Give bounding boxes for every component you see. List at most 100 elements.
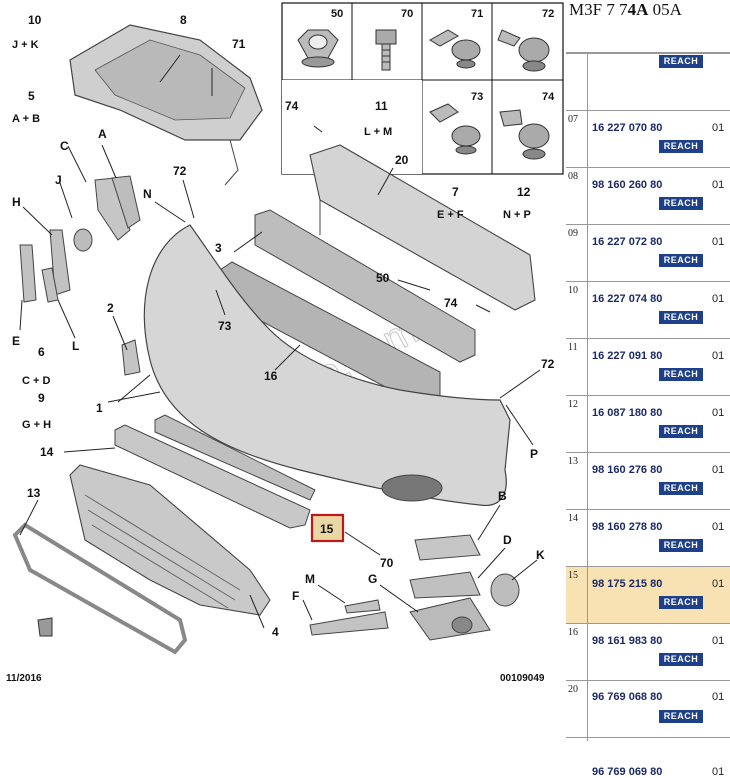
callout-J: J — [55, 173, 62, 187]
callout-20: 20 — [395, 153, 409, 167]
quantity: 01 — [712, 293, 725, 305]
callout-B: B — [498, 489, 507, 503]
fastener-label-72: 72 — [542, 8, 554, 20]
callout-50: 50 — [376, 271, 390, 285]
reach-badge: REACH — [659, 197, 703, 210]
callout-E: E — [12, 334, 20, 348]
catalog-reference: M3F 7 74A 05A — [569, 0, 682, 19]
front-bumper — [143, 224, 511, 506]
part-number: 16 087 180 80 — [592, 407, 663, 419]
screw-71-icon — [429, 29, 481, 69]
quantity: 01 — [712, 578, 725, 590]
quantity: 01 — [712, 236, 725, 248]
fastener-box: 50 70 71 72 73 74 — [281, 2, 564, 175]
quantity: 01 — [712, 691, 725, 703]
reach-badge: REACH — [659, 539, 703, 552]
reach-badge: REACH — [659, 482, 703, 495]
reach-badge: REACH — [659, 425, 703, 438]
part-number: 16 227 072 80 — [592, 236, 663, 248]
callout-D: D — [503, 533, 512, 547]
callout-1: 1 — [96, 401, 103, 415]
row-index: 20 — [566, 681, 588, 738]
row-index: 11 — [566, 339, 588, 396]
parts-diagram: duyukoto.com 50 70 71 72 73 74 — [6, 2, 564, 684]
header-divider — [566, 52, 730, 53]
callout-N: N — [143, 187, 152, 201]
callout-74-mid: 74 — [444, 296, 458, 310]
main-grille — [69, 464, 271, 616]
row-index: 07 — [566, 111, 588, 168]
callout-12-sub: N + P — [503, 209, 531, 221]
quantity: 01 — [712, 464, 725, 476]
callout-5-sub: A + B — [12, 113, 40, 125]
screw-70-icon — [375, 29, 397, 71]
reach-badge: REACH — [659, 596, 703, 609]
callout-72-upper: 72 — [173, 164, 187, 178]
callout-7: 7 — [452, 185, 459, 199]
clip-small-icon — [37, 617, 53, 637]
reach-badge: REACH — [659, 311, 703, 324]
leader-lines — [19, 54, 541, 629]
callout-73: 73 — [218, 319, 232, 333]
callout-5: 5 — [28, 89, 35, 103]
callout-71: 71 — [232, 37, 246, 51]
reach-badge: REACH — [659, 653, 703, 666]
callout-74-top: 74 — [285, 99, 299, 113]
callout-11-sub: L + M — [364, 126, 392, 138]
callout-L: L — [72, 339, 79, 353]
callout-P: P — [530, 447, 538, 461]
row-index: 10 — [566, 282, 588, 339]
upper-cross-member — [69, 24, 263, 186]
quantity: 01 — [712, 635, 725, 647]
quantity: 01 — [712, 407, 725, 419]
row-index — [566, 738, 588, 741]
part-number: 16 227 091 80 — [592, 350, 663, 362]
callout-4: 4 — [272, 625, 279, 639]
screw-72-icon — [497, 29, 550, 72]
row-index: 15 — [566, 567, 588, 624]
callout-15-highlight: 15 — [310, 513, 345, 543]
callout-12: 12 — [517, 185, 531, 199]
callout-70: 70 — [380, 556, 394, 570]
callout-14: 14 — [40, 445, 54, 459]
bumper-beam — [309, 144, 536, 311]
row-index: 08 — [566, 168, 588, 225]
nut-50-icon — [297, 29, 339, 68]
part-number: 98 161 983 80 — [592, 635, 663, 647]
fastener-label-73: 73 — [471, 91, 483, 103]
callout-72-right: 72 — [541, 357, 555, 371]
callout-K: K — [536, 548, 545, 562]
row-index: 13 — [566, 453, 588, 510]
fastener-label-70: 70 — [401, 8, 413, 20]
callout-8: 8 — [180, 13, 187, 27]
reach-badge: REACH — [659, 55, 703, 68]
lower-grille — [114, 424, 311, 529]
table-row[interactable]: REACH — [566, 53, 730, 111]
row-index: 14 — [566, 510, 588, 567]
diagram-number: 00109049 — [500, 673, 545, 684]
callout-3: 3 — [215, 241, 222, 255]
callout-13: 13 — [27, 486, 41, 500]
reach-badge: REACH — [659, 368, 703, 381]
part-number: 98 160 260 80 — [592, 179, 663, 191]
row-index: 09 — [566, 225, 588, 282]
small-brackets — [19, 175, 141, 376]
quantity: 01 — [712, 521, 725, 533]
callout-9: 9 — [38, 391, 45, 405]
part-number: 98 175 215 80 — [592, 578, 663, 590]
reach-badge: REACH — [659, 140, 703, 153]
callout-16: 16 — [264, 369, 278, 383]
